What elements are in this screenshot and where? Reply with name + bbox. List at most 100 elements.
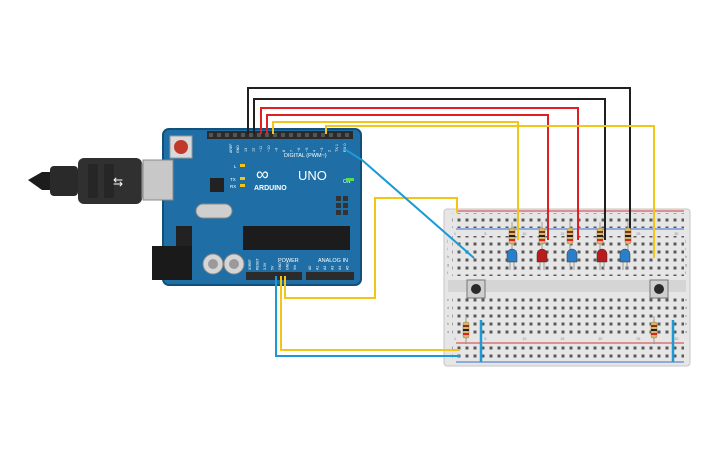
row-letter: a bbox=[447, 329, 450, 334]
analog-pin-label: A5 bbox=[346, 266, 350, 270]
digital-pin-label: 2 bbox=[328, 150, 332, 152]
column-number: 1 bbox=[454, 337, 456, 341]
digital-pin-label: ~9 bbox=[274, 148, 278, 152]
row-letter: h bbox=[447, 254, 449, 259]
row-letter: b bbox=[685, 321, 688, 326]
resistor bbox=[566, 222, 574, 250]
led-red bbox=[596, 248, 608, 270]
row-letter: i bbox=[447, 246, 448, 251]
digital-pin-label: 4 bbox=[312, 150, 316, 152]
row-letter: b bbox=[447, 321, 450, 326]
analog-header bbox=[306, 272, 354, 280]
power-pin-label: Vin bbox=[293, 265, 297, 270]
row-letter: h bbox=[685, 254, 687, 259]
digital-pin-label: 13 bbox=[244, 148, 248, 152]
digital-label: DIGITAL (PWM~) bbox=[284, 153, 327, 159]
resistor bbox=[508, 222, 516, 250]
led-blue bbox=[566, 248, 578, 270]
gnd-label: GND bbox=[236, 145, 240, 153]
column-number: 20 bbox=[598, 337, 602, 341]
wire-blue-2 bbox=[275, 276, 460, 357]
digital-pin-label: 7 bbox=[290, 150, 294, 152]
microcontroller-chip bbox=[243, 226, 350, 250]
row-letter: f bbox=[685, 270, 687, 275]
power-header bbox=[246, 272, 302, 280]
wire-red-2 bbox=[266, 114, 549, 240]
digital-header bbox=[207, 131, 353, 139]
model-text: UNO bbox=[298, 168, 327, 183]
digital-pin-label: 8 bbox=[282, 150, 286, 152]
wire-yellow-3 bbox=[284, 197, 458, 299]
row-letter: f bbox=[447, 270, 449, 275]
digital-pin-label: TX 1 bbox=[335, 144, 339, 152]
row-letter: g bbox=[685, 262, 687, 267]
wire-yellow-2 bbox=[325, 125, 655, 258]
power-pin-label: GND bbox=[286, 262, 290, 270]
digital-pin-label: ~3 bbox=[320, 148, 324, 152]
analog-pin-label: A1 bbox=[316, 266, 320, 270]
power-jack bbox=[152, 246, 192, 280]
led-red bbox=[536, 248, 548, 270]
row-letter: d bbox=[685, 305, 687, 310]
push-buttons bbox=[466, 279, 669, 299]
resistor bbox=[596, 222, 604, 250]
resistor bbox=[650, 316, 658, 344]
wires bbox=[247, 87, 675, 362]
led-blue bbox=[506, 248, 518, 270]
column-number: 10 bbox=[522, 337, 526, 341]
column-number: 25 bbox=[636, 337, 640, 341]
column-number: 30 bbox=[674, 232, 678, 236]
analog-pin-label: A2 bbox=[323, 266, 327, 270]
wire-black-1 bbox=[247, 87, 631, 240]
leds bbox=[506, 248, 631, 270]
row-letter: g bbox=[447, 262, 449, 267]
resistor bbox=[538, 222, 546, 250]
digital-pin-label: 12 bbox=[252, 148, 256, 152]
logo-text: ARDUINO bbox=[254, 185, 287, 192]
infinity-logo: ∞ bbox=[256, 164, 269, 184]
row-letter: d bbox=[447, 305, 449, 310]
column-number: 5 bbox=[484, 337, 486, 341]
column-number: 5 bbox=[484, 232, 486, 236]
push-button-1[interactable] bbox=[466, 279, 486, 299]
led-label-tx: TX bbox=[230, 177, 236, 182]
aref-label: AREF bbox=[229, 144, 233, 153]
led-label-l: L bbox=[234, 164, 237, 169]
push-button-2[interactable] bbox=[649, 279, 669, 299]
digital-pin-label: ~11 bbox=[259, 146, 263, 152]
resistor bbox=[624, 222, 632, 250]
wire-yellow-1 bbox=[272, 121, 519, 240]
row-letter: i bbox=[685, 246, 686, 251]
column-number: 10 bbox=[522, 232, 526, 236]
resistor bbox=[462, 316, 470, 344]
wire-black-2 bbox=[253, 98, 606, 240]
wire-blue-1 bbox=[345, 149, 475, 259]
row-letter: j bbox=[684, 238, 686, 243]
digital-pin-label: ~10 bbox=[267, 146, 271, 152]
row-letter: e bbox=[685, 297, 688, 302]
arduino-uno-board: ARDUINO UNO ∞ DIGITAL (PWM~) POWER ANALO… bbox=[142, 128, 362, 286]
led-blue bbox=[619, 248, 631, 270]
row-letter: e bbox=[447, 297, 450, 302]
digital-pin-label: ~5 bbox=[305, 148, 309, 152]
usb-icon: ⇆ bbox=[113, 175, 123, 189]
led-label-rx: RX bbox=[230, 184, 236, 189]
power-pin-label: 5V bbox=[271, 265, 275, 270]
power-pin-label: GND bbox=[278, 262, 282, 270]
on-label: ON bbox=[343, 179, 351, 185]
reset-button[interactable] bbox=[174, 140, 188, 154]
power-label: POWER bbox=[278, 258, 299, 264]
wire-yellow-4 bbox=[280, 276, 460, 351]
row-letter: c bbox=[685, 313, 687, 318]
row-letter: c bbox=[447, 313, 449, 318]
analog-pin-label: A3 bbox=[331, 266, 335, 270]
analog-pin-label: A4 bbox=[338, 266, 342, 270]
column-number: 15 bbox=[560, 337, 564, 341]
resistors bbox=[462, 222, 658, 344]
digital-pin-label: ~6 bbox=[297, 148, 301, 152]
power-pin-label: RESET bbox=[256, 257, 260, 270]
column-number: 15 bbox=[560, 232, 564, 236]
analog-pin-label: A0 bbox=[308, 266, 312, 270]
column-number: 1 bbox=[454, 232, 456, 236]
